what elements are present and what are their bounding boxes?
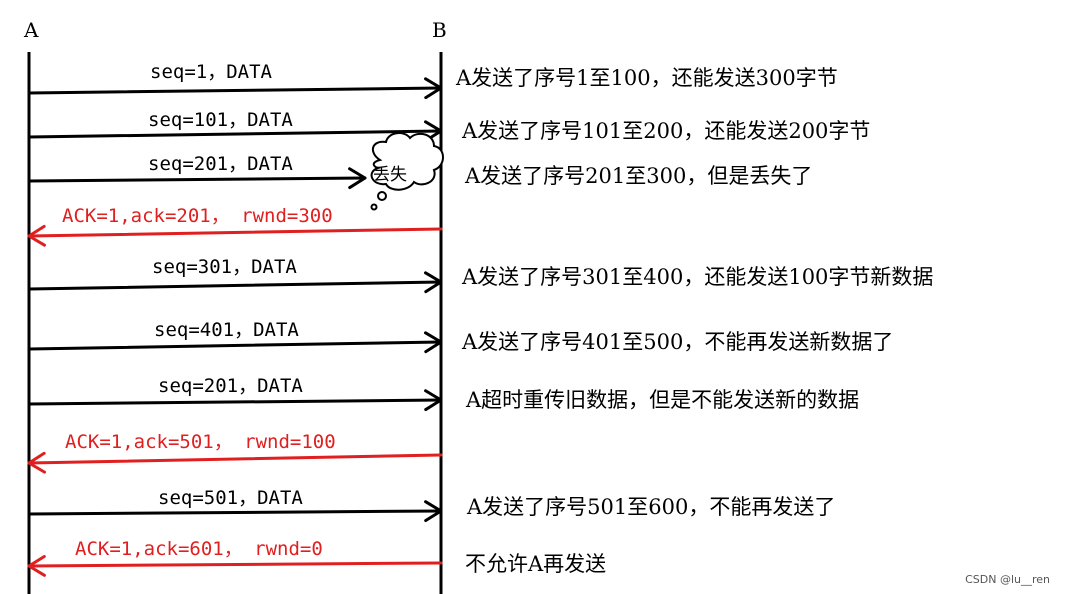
- event-note: A超时重传旧数据，但是不能发送新的数据: [465, 388, 859, 412]
- loss-cloud: 丢失: [370, 132, 444, 211]
- data-arrowhead: [348, 167, 367, 190]
- loss-label: 丢失: [373, 165, 407, 185]
- ack-arrow-line: [27, 453, 443, 465]
- ack-label: ACK=1,ack=501， rwnd=100: [65, 431, 336, 453]
- data-message: seq=1，DATA A发送了序号1至100，还能发送300字节: [27, 61, 838, 100]
- loss-cloud-bubble-small: [370, 203, 378, 211]
- data-label: seq=201，DATA: [148, 153, 293, 175]
- event-note: A发送了序号1至100，还能发送300字节: [455, 66, 838, 90]
- ack-message: ACK=1,ack=501， rwnd=100: [27, 431, 443, 474]
- message-list: seq=1，DATA A发送了序号1至100，还能发送300字节 seq=101，D…: [27, 61, 933, 577]
- ack-message: ACK=1,ack=601， rwnd=0 不允许A再发送: [27, 538, 606, 577]
- ack-arrow-line: [27, 561, 443, 568]
- data-arrowhead: [423, 331, 443, 354]
- loss-cloud-shape: [370, 132, 444, 191]
- host-a-label: A: [23, 18, 39, 42]
- data-label: seq=201，DATA: [158, 375, 303, 397]
- event-note: A发送了序号201至300，但是丢失了: [464, 164, 812, 188]
- data-arrow-line: [27, 129, 443, 139]
- event-note: A发送了序号501至600，不能再发送了: [466, 495, 835, 519]
- data-arrow-line: [27, 398, 443, 406]
- data-message: seq=301，DATA A发送了序号301至400，还能发送100字节新数据: [27, 256, 933, 294]
- ack-label: ACK=1,ack=201， rwnd=300: [62, 205, 333, 227]
- data-label: seq=101，DATA: [148, 109, 293, 131]
- data-label: seq=401，DATA: [154, 319, 299, 341]
- data-arrowhead: [424, 77, 443, 100]
- data-message: seq=501，DATA A发送了序号501至600，不能再发送了: [27, 487, 835, 523]
- event-note: 不允许A再发送: [465, 552, 606, 576]
- event-note: A发送了序号401至500，不能再发送新数据了: [461, 330, 893, 354]
- data-arrow-line: [27, 340, 443, 351]
- loss-cloud-bubble-large: [377, 191, 387, 201]
- data-arrow-line: [27, 86, 443, 95]
- ack-arrow-line: [27, 227, 443, 238]
- data-message: seq=101，DATA A发送了序号101至200，还能发送200字节: [27, 109, 870, 143]
- ack-arrowhead: [27, 224, 47, 247]
- ack-message: ACK=1,ack=201， rwnd=300: [27, 205, 443, 247]
- data-message: seq=201，DATA A发送了序号201至300，但是丢失了: [27, 153, 812, 190]
- data-arrow-line: [27, 176, 367, 183]
- data-label: seq=501，DATA: [158, 487, 303, 509]
- data-arrowhead: [423, 271, 443, 294]
- event-note: A发送了序号101至200，还能发送200字节: [461, 119, 870, 143]
- host-b-label: B: [432, 18, 447, 42]
- data-message: seq=401，DATA A发送了序号401至500，不能再发送新数据了: [27, 319, 893, 354]
- data-label: seq=301，DATA: [152, 256, 297, 278]
- data-arrowhead: [424, 389, 443, 412]
- data-arrow-line: [27, 509, 443, 516]
- data-label: seq=1，DATA: [150, 61, 273, 83]
- data-message: seq=201，DATA A超时重传旧数据，但是不能发送新的数据: [27, 375, 859, 412]
- ack-arrowhead: [27, 451, 47, 474]
- ack-arrowhead: [27, 554, 46, 577]
- watermark: CSDN @lu__ren: [965, 573, 1050, 586]
- data-arrow-line: [27, 280, 443, 291]
- ack-label: ACK=1,ack=601， rwnd=0: [75, 538, 323, 560]
- event-note: A发送了序号301至400，还能发送100字节新数据: [461, 265, 933, 289]
- data-arrowhead: [424, 500, 443, 523]
